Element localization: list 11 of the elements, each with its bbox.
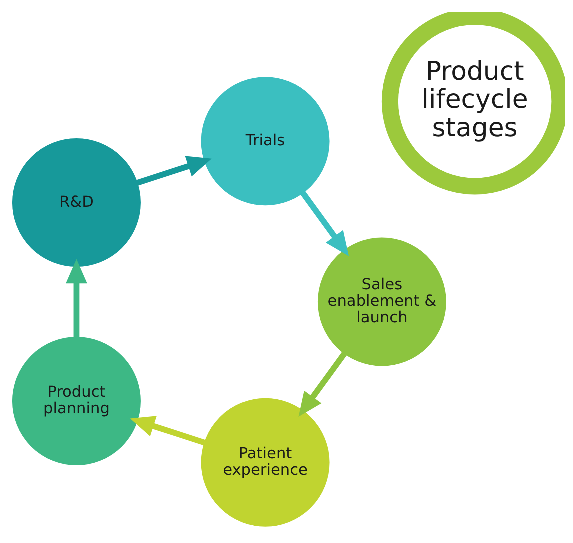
node-circle: Product lifecycle stages: [382, 12, 565, 195]
node-circle: Trials: [201, 77, 330, 206]
node-circle: Sales enablement & launch: [318, 238, 446, 366]
node-circle: Product planning: [12, 337, 141, 466]
arrow: [136, 156, 212, 186]
arrow: [298, 352, 348, 417]
arrow: [300, 191, 350, 256]
arrow: [66, 259, 88, 338]
node-circle: Patient experience: [201, 398, 330, 527]
node-circle: R&D: [12, 138, 141, 268]
arrow: [130, 416, 206, 446]
